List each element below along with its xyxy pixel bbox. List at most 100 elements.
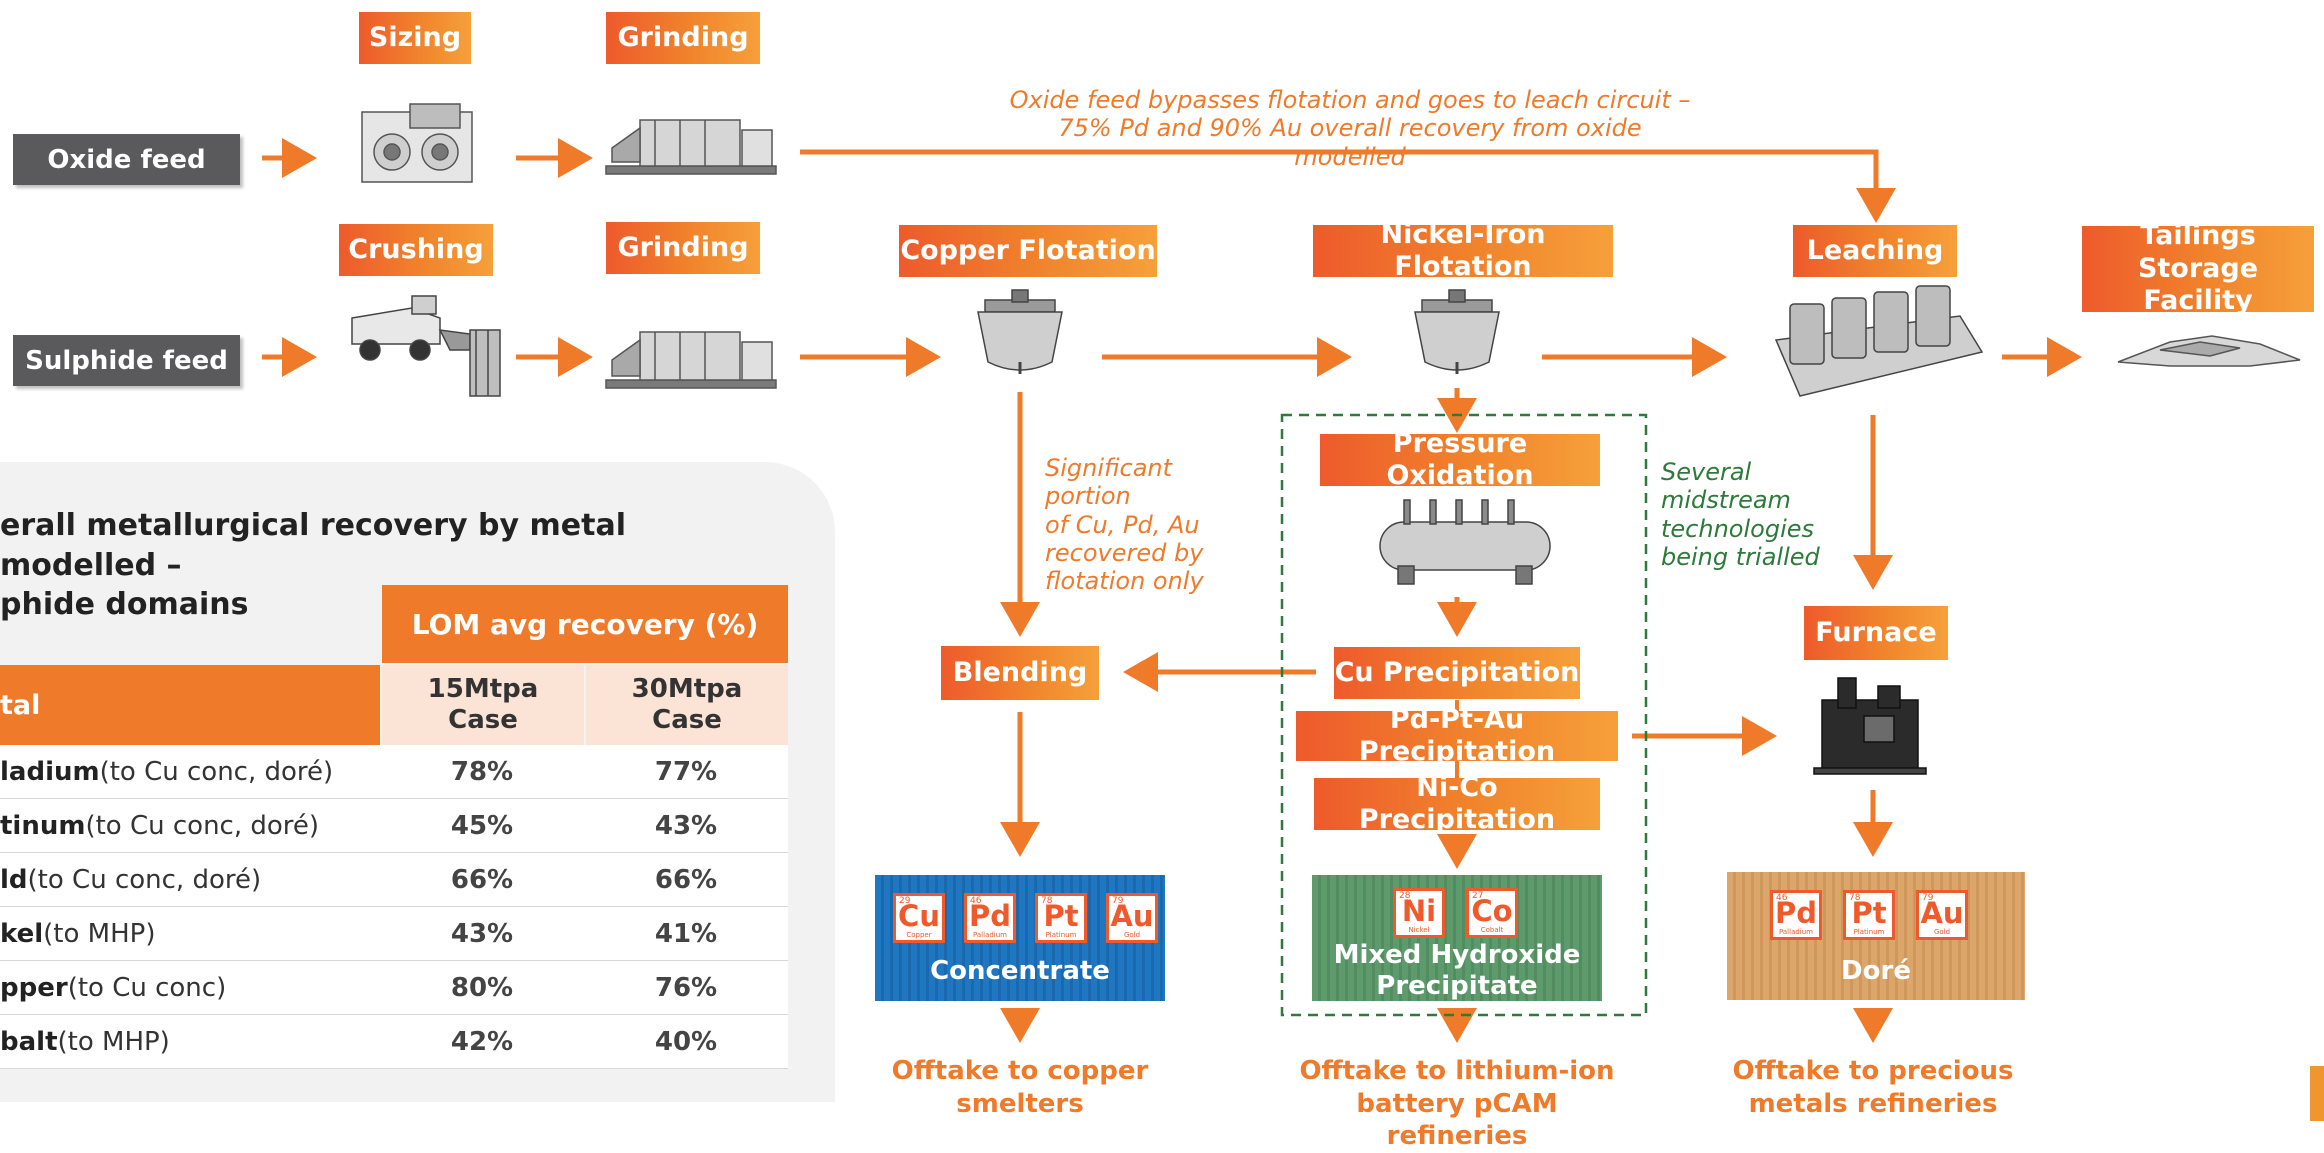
element-symbol: Ni [1401,894,1437,928]
metal-destination: (to MHP) [43,918,156,949]
table-row: pper (to Cu conc) 80% 76% [0,961,788,1015]
metal-cell: ld (to Cu conc, doré) [0,853,261,906]
table-row: tinum (to Cu conc, doré)45%43% [0,799,788,853]
recovery-15mtpa-cell: 78% [450,756,514,787]
recovery-30mtpa-cell: 40% [654,1026,718,1057]
element-name: Gold [1933,928,1951,936]
recovery-title-line1: erall metallurgical recovery by metal mo… [0,508,627,583]
element-number: 46 [970,896,982,906]
offtake-copper-line1: Offtake to copper [891,1056,1149,1086]
case-15mtpa-header: 15Mtpa Case [382,665,584,745]
element-symbol: Pt [1851,896,1887,930]
element-number: 28 [1399,891,1411,901]
element-symbol: Au [1920,896,1964,930]
tailings-storage-step: Tailings Storage Facility [2082,220,2314,316]
metal-name: ld [0,864,28,895]
flow-arrows [262,103,2301,1043]
flotation-recovery-note: Significant portion of Cu, Pd, Au recove… [1045,454,1245,596]
oxide-bypass-note: Oxide feed bypasses flotation and goes t… [1000,86,1700,171]
flotation-note-line2: of Cu, Pd, Au [1045,510,1200,539]
lom-avg-recovery-header: LOM avg recovery (%) [382,585,788,663]
offtake-precious-refineries: Offtake to precious metals refineries [1723,1055,2023,1120]
copper-flotation-cell-icon [977,289,1063,374]
recovery-title-line2: phide domains [0,587,249,623]
mhp-label: Mixed Hydroxide Precipitate [1312,940,1602,1002]
metal-cell: tinum (to Cu conc, doré) [0,799,319,852]
element-number: 78 [1849,893,1861,903]
element-number: 79 [1112,896,1124,906]
recovery-15mtpa-cell: 66% [450,864,514,895]
midstream-note-line4: being trialled [1661,542,1820,571]
metal-destination: (to Cu conc, doré) [85,810,320,841]
ni-co-precipitation-step: Ni-Co Precipitation [1314,772,1600,835]
mhp-container [1312,875,1602,1001]
midstream-note-line1: Several [1661,458,1752,486]
recovery-30mtpa-cell: 77% [654,756,718,787]
nickel-iron-flotation-step: Nickel-Iron Flotation [1313,219,1613,282]
metal-name: pper [0,972,68,1003]
element-number: 79 [1922,893,1934,903]
autoclave-icon [1379,499,1551,585]
element-name: Palladium [1778,928,1814,936]
oxide-bypass-note-line2: 75% Pd and 90% Au overall recovery from … [1058,114,1642,171]
element-symbol: Pt [1043,899,1079,933]
recovery-30mtpa-cell: 76% [654,972,718,1003]
element-number: 78 [1041,896,1053,906]
crushing-step: Crushing [339,224,493,276]
offtake-copper-smelters: Offtake to copper smelters [870,1055,1170,1120]
element-symbol: Pd [1774,896,1817,930]
element-symbol: Cu [898,899,940,933]
table-row: ld (to Cu conc, doré) 66% 66% [0,853,788,907]
grinding-mill-icon [605,119,777,175]
element-name: Platinum [1045,931,1077,939]
table-row: kel (to MHP)43%41% [0,907,788,961]
recovery-30mtpa-cell: 43% [654,810,718,841]
metal-cell: balt (to MHP) [0,1015,170,1068]
mhp-label-line2: Precipitate [1376,971,1538,1002]
recovery-30mtpa-cell: 66% [654,864,718,895]
grinding-sulphide-step: Grinding [606,222,760,274]
metal-destination: (to Cu conc) [67,972,227,1003]
midstream-note: Several midstream technologies being tri… [1661,458,1841,571]
sizing-icon [361,103,473,183]
nickel-iron-flotation-cell-icon [1414,289,1500,374]
oxide-bypass-note-line1: Oxide feed bypasses flotation and goes t… [1009,86,1691,114]
grinding-mill-icon-2 [605,331,777,389]
element-name: Cobalt [1480,926,1504,934]
element-number: 29 [899,896,911,906]
element-name: Platinum [1853,928,1885,936]
offtake-copper-line2: smelters [956,1088,1084,1119]
element-name: Gold [1123,931,1141,939]
pd-pt-au-precipitation-step: Pd-Pt-Au Precipitation [1296,704,1618,767]
sizing-step: Sizing [359,12,471,64]
metal-name: tinum [0,810,86,841]
leaching-tanks-icon [1774,285,1984,397]
metal-cell: pper (to Cu conc) [0,961,226,1014]
element-symbol: Au [1110,899,1154,933]
offtake-battery-refineries: Offtake to lithium-ion battery pCAM refi… [1282,1055,1632,1153]
metal-name: balt [0,1026,58,1057]
offtake-battery-line2: battery pCAM refineries [1356,1088,1558,1152]
recovery-15mtpa-cell: 80% [450,972,514,1003]
metal-destination: (to MHP) [57,1026,170,1057]
copper-flotation-step: Copper Flotation [899,225,1157,277]
offtake-precious-line1: Offtake to precious [1732,1056,2014,1086]
element-symbol: Pd [968,899,1011,933]
tailings-storage-icon [2117,335,2301,367]
recovery-table-title: erall metallurgical recovery by metal mo… [0,506,770,625]
flotation-note-line4: flotation only [1045,567,1204,596]
element-name: Palladium [972,931,1008,939]
blending-step: Blending [941,646,1099,700]
furnace-icon [1813,677,1927,775]
mhp-label-line1: Mixed Hydroxide [1333,940,1581,970]
oxide-feed-box: Oxide feed [13,134,240,185]
crushing-truck-icon [351,295,501,397]
case-30mtpa-header: 30Mtpa Case [586,665,788,745]
